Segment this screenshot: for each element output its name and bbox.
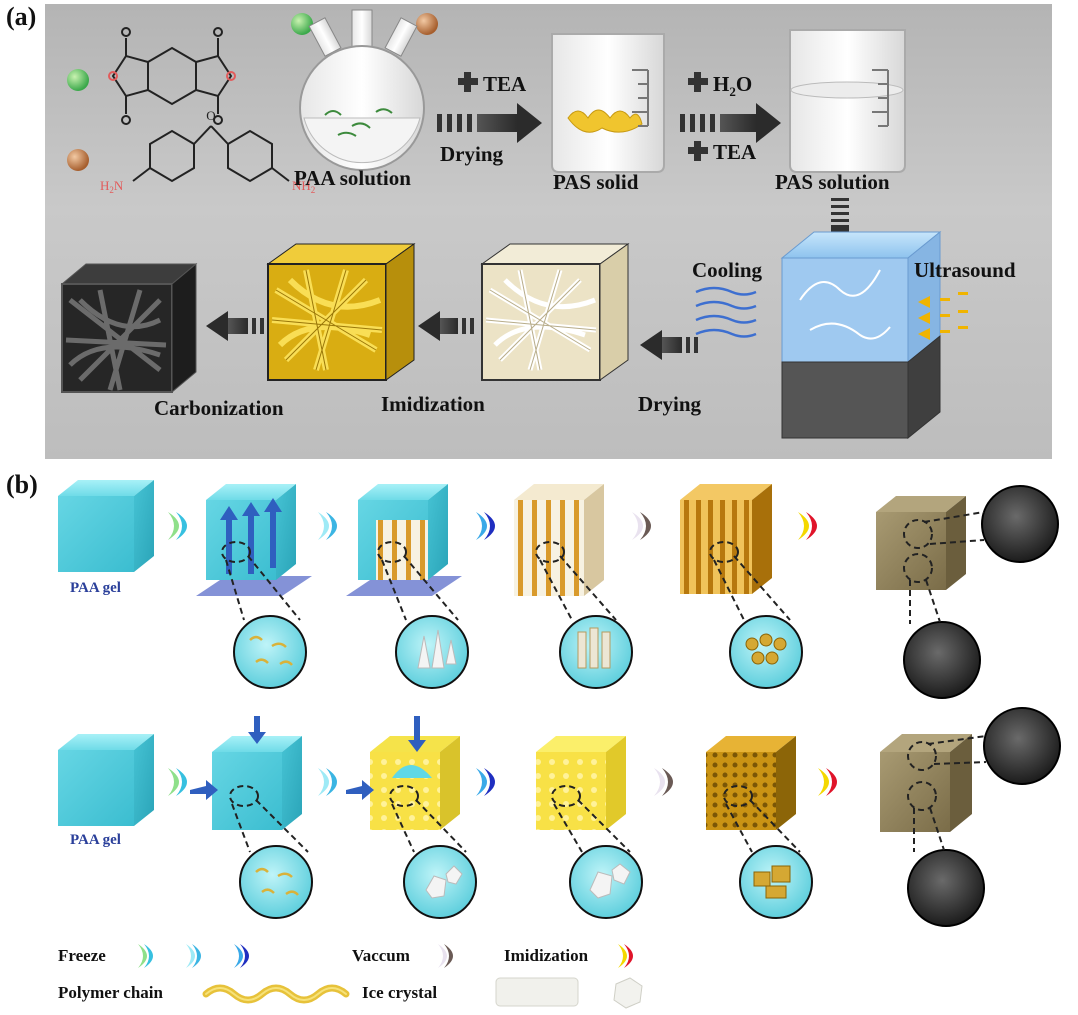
zoom-circle-ice <box>389 785 477 919</box>
ice-crystal-polyhedron-icon <box>613 977 643 1009</box>
freeze-step-3-icon <box>476 512 495 540</box>
diamine-molecule <box>132 125 290 183</box>
freeze-legend-icon-2 <box>186 944 201 968</box>
carbonization-label: Carbonization <box>154 396 284 420</box>
zoom-circle-honeycomb <box>709 541 803 689</box>
vaccum-step-icon <box>632 512 651 540</box>
freeze-step-2-icon <box>318 768 337 796</box>
freeze-legend-icon-3 <box>234 944 249 968</box>
imidization-legend-icon <box>618 944 633 968</box>
aerogel-cube-white-icon <box>480 243 630 381</box>
magnified-structure-circle <box>981 485 1059 563</box>
arrow-left-icon <box>418 311 474 341</box>
green-ball-icon <box>291 13 313 35</box>
paa-gel-cube-icon <box>58 480 154 572</box>
brown-ball-icon <box>67 149 89 171</box>
cooling-waves-icon <box>695 286 757 338</box>
freeze-step-1-icon <box>168 512 187 540</box>
paa-gel-cube-icon <box>58 734 154 826</box>
plus-icon <box>688 72 708 92</box>
imidization-step-icon <box>798 512 817 540</box>
paa-gel-label-row2: PAA gel <box>70 832 121 848</box>
plus-icon <box>458 72 478 92</box>
oxygen-atom-label: O <box>206 108 215 123</box>
freeze-legend-icon-1 <box>138 944 153 968</box>
directional-freezing-cube-icon <box>196 484 312 596</box>
freeze-dried-cube-icon <box>514 484 604 596</box>
legend-polymer-chain: Polymer chain <box>58 983 163 1002</box>
vaccum-step-icon <box>654 768 673 796</box>
zoom-circle-cells <box>551 785 643 919</box>
legend-vaccum: Vaccum <box>352 946 410 965</box>
panel-b-artwork <box>58 480 1061 1009</box>
ultrasound-waves-icon <box>918 292 968 340</box>
arrow-left-icon <box>206 311 264 341</box>
zoom-circle-polymer <box>221 541 307 689</box>
aerogel-cube-yellow-icon <box>266 243 416 381</box>
magnified-structure-circle <box>983 707 1061 785</box>
freezing-mold-icon <box>780 230 942 440</box>
ultrasound-label: Ultrasound <box>914 258 1016 282</box>
magnified-structure-circle <box>907 849 985 927</box>
arrow-left-icon <box>640 330 698 360</box>
paa-solution-label: PAA solution <box>294 166 411 190</box>
freeze-step-2-icon <box>318 512 337 540</box>
freeze-dried-cube-icon <box>536 736 626 830</box>
water-label: H2O <box>713 72 753 100</box>
imidization-label: Imidization <box>381 392 485 416</box>
paa-gel-label-row1: PAA gel <box>70 580 121 596</box>
pas-solid-label: PAS solid <box>553 170 639 194</box>
plus-icon <box>688 141 708 161</box>
ice-crystal-slab-icon <box>495 977 579 1007</box>
isotropic-freezing-cube-icon <box>190 716 302 830</box>
brown-ball-icon <box>416 13 438 35</box>
ice-growth-cube-icon <box>346 484 462 596</box>
tea-label-2: TEA <box>713 140 757 164</box>
legend-ice-crystal: Ice crystal <box>362 983 438 1002</box>
drying-arrow-label: Drying <box>440 142 503 166</box>
arrow-right-icon <box>437 103 542 143</box>
zoom-circle-polymer <box>229 785 313 919</box>
amine-right-label: NH2 <box>292 178 315 195</box>
panel-a-artwork: O H2N NH2 <box>60 9 968 440</box>
zoom-circle-ice <box>377 541 469 689</box>
drying-label: Drying <box>638 392 701 416</box>
freeze-step-1-icon <box>168 768 187 796</box>
three-neck-flask-icon <box>299 9 425 171</box>
ice-growth-cube-icon <box>346 716 460 830</box>
imidization-step-icon <box>818 768 837 796</box>
pas-solution-label: PAS solution <box>775 170 890 194</box>
magnified-structure-circle <box>903 621 981 699</box>
green-ball-icon <box>67 69 89 91</box>
legend-imidization: Imidization <box>504 946 589 965</box>
imidized-cube-icon <box>680 484 772 594</box>
vaccum-legend-icon <box>438 944 453 968</box>
panel-a-label: (a) <box>6 2 37 31</box>
carbon-aerogel-cube-icon <box>876 496 966 590</box>
arrow-right-icon <box>680 103 781 143</box>
beaker-icon <box>551 33 665 173</box>
zoom-circle-foam <box>723 785 813 919</box>
polymer-chain-icon <box>205 987 347 1001</box>
beaker-icon <box>789 29 906 173</box>
freeze-step-3-icon <box>476 768 495 796</box>
tea-label: TEA <box>483 72 527 96</box>
amine-left-label: H2N <box>100 178 124 195</box>
carbon-aerogel-cube-icon <box>880 734 972 832</box>
panel-b-label: (b) <box>6 470 38 499</box>
zoom-circle-channels <box>535 541 633 689</box>
carbon-aerogel-cube-icon <box>60 262 198 394</box>
legend-freeze: Freeze <box>58 946 106 965</box>
imidized-cube-icon <box>706 736 796 830</box>
dianhydride-molecule <box>108 27 236 125</box>
cooling-label: Cooling <box>692 258 763 282</box>
